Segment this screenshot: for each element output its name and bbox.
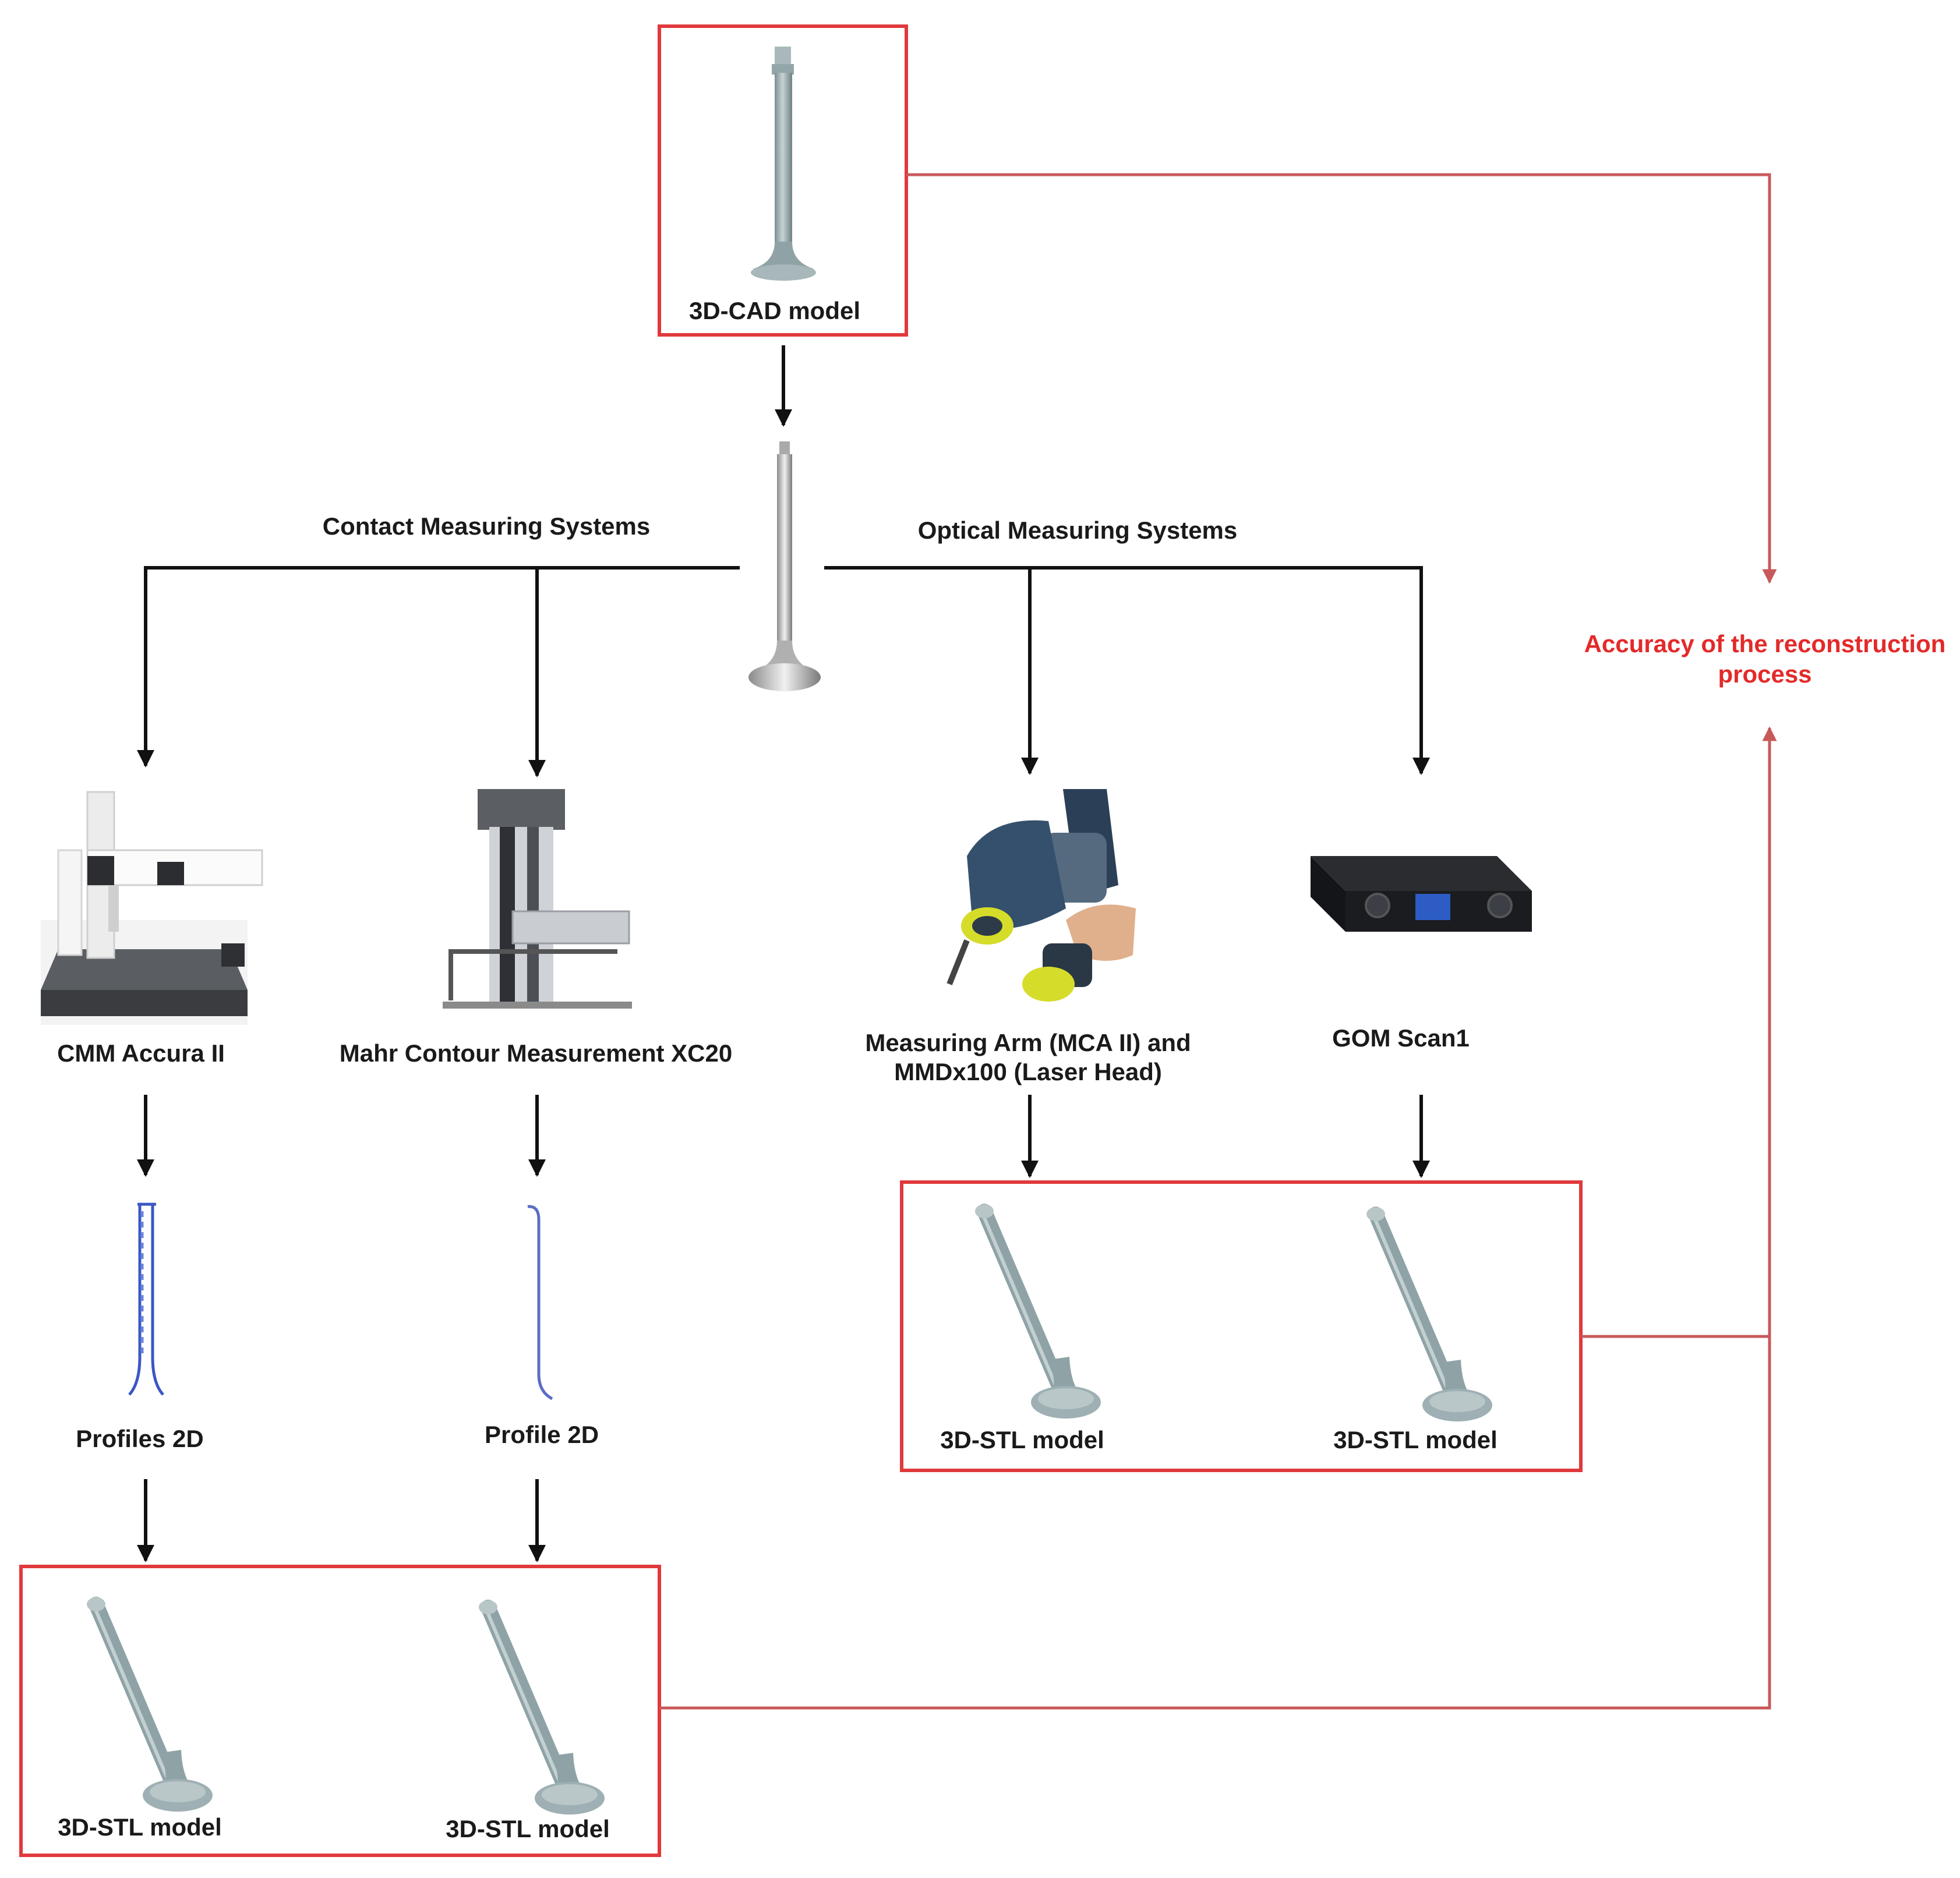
optical-stl-box [900,1180,1583,1472]
mahr-stl-valve-image [479,1600,605,1815]
mahr-stl-label: 3D-STL model [446,1815,610,1842]
arm-stl-label: 3D-STL model [940,1426,1104,1453]
measuring-arm-image [947,789,1136,1002]
arm-label-line2: MMDx100 (Laser Head) [894,1058,1162,1085]
accuracy-label-line1: Accuracy of the reconstruction [1584,630,1946,657]
cad-valve-image [751,47,816,281]
contact-stl-box [19,1565,661,1857]
cmm-profiles-image [128,1203,164,1396]
cad-model-label: 3D-CAD model [689,297,860,324]
contact-systems-label: Contact Measuring Systems [323,512,651,540]
gom-stl-label: 3D-STL model [1333,1426,1498,1453]
connector-cad-to-accuracy [906,173,1777,584]
arm-stl-valve-image [975,1204,1101,1419]
cmm-stl-label: 3D-STL model [58,1813,222,1841]
physical-valve-image [748,441,821,691]
cmm-label: CMM Accura II [57,1039,225,1067]
gom-stl-valve-image [1366,1207,1492,1421]
optical-branch-line [824,566,1430,775]
accuracy-label-line2: process [1718,660,1811,688]
cmm-machine-image [41,791,263,1025]
optical-systems-label: Optical Measuring Systems [918,517,1238,544]
contact-branch-line [137,566,740,768]
connector-contact-to-accuracy [659,726,1777,1710]
arm-label-line1: Measuring Arm (MCA II) and [865,1029,1191,1056]
profiles-2d-label: Profiles 2D [76,1425,203,1452]
cad-model-box [658,24,908,337]
mahr-machine-image [443,789,632,1009]
gom-label: GOM Scan1 [1332,1024,1470,1052]
mahr-profile-image [527,1205,553,1400]
mahr-label: Mahr Contour Measurement XC20 [340,1039,732,1067]
cmm-stl-valve-image [87,1597,213,1812]
gom-scanner-image [1311,856,1532,932]
profile-2d-label: Profile 2D [485,1421,599,1448]
